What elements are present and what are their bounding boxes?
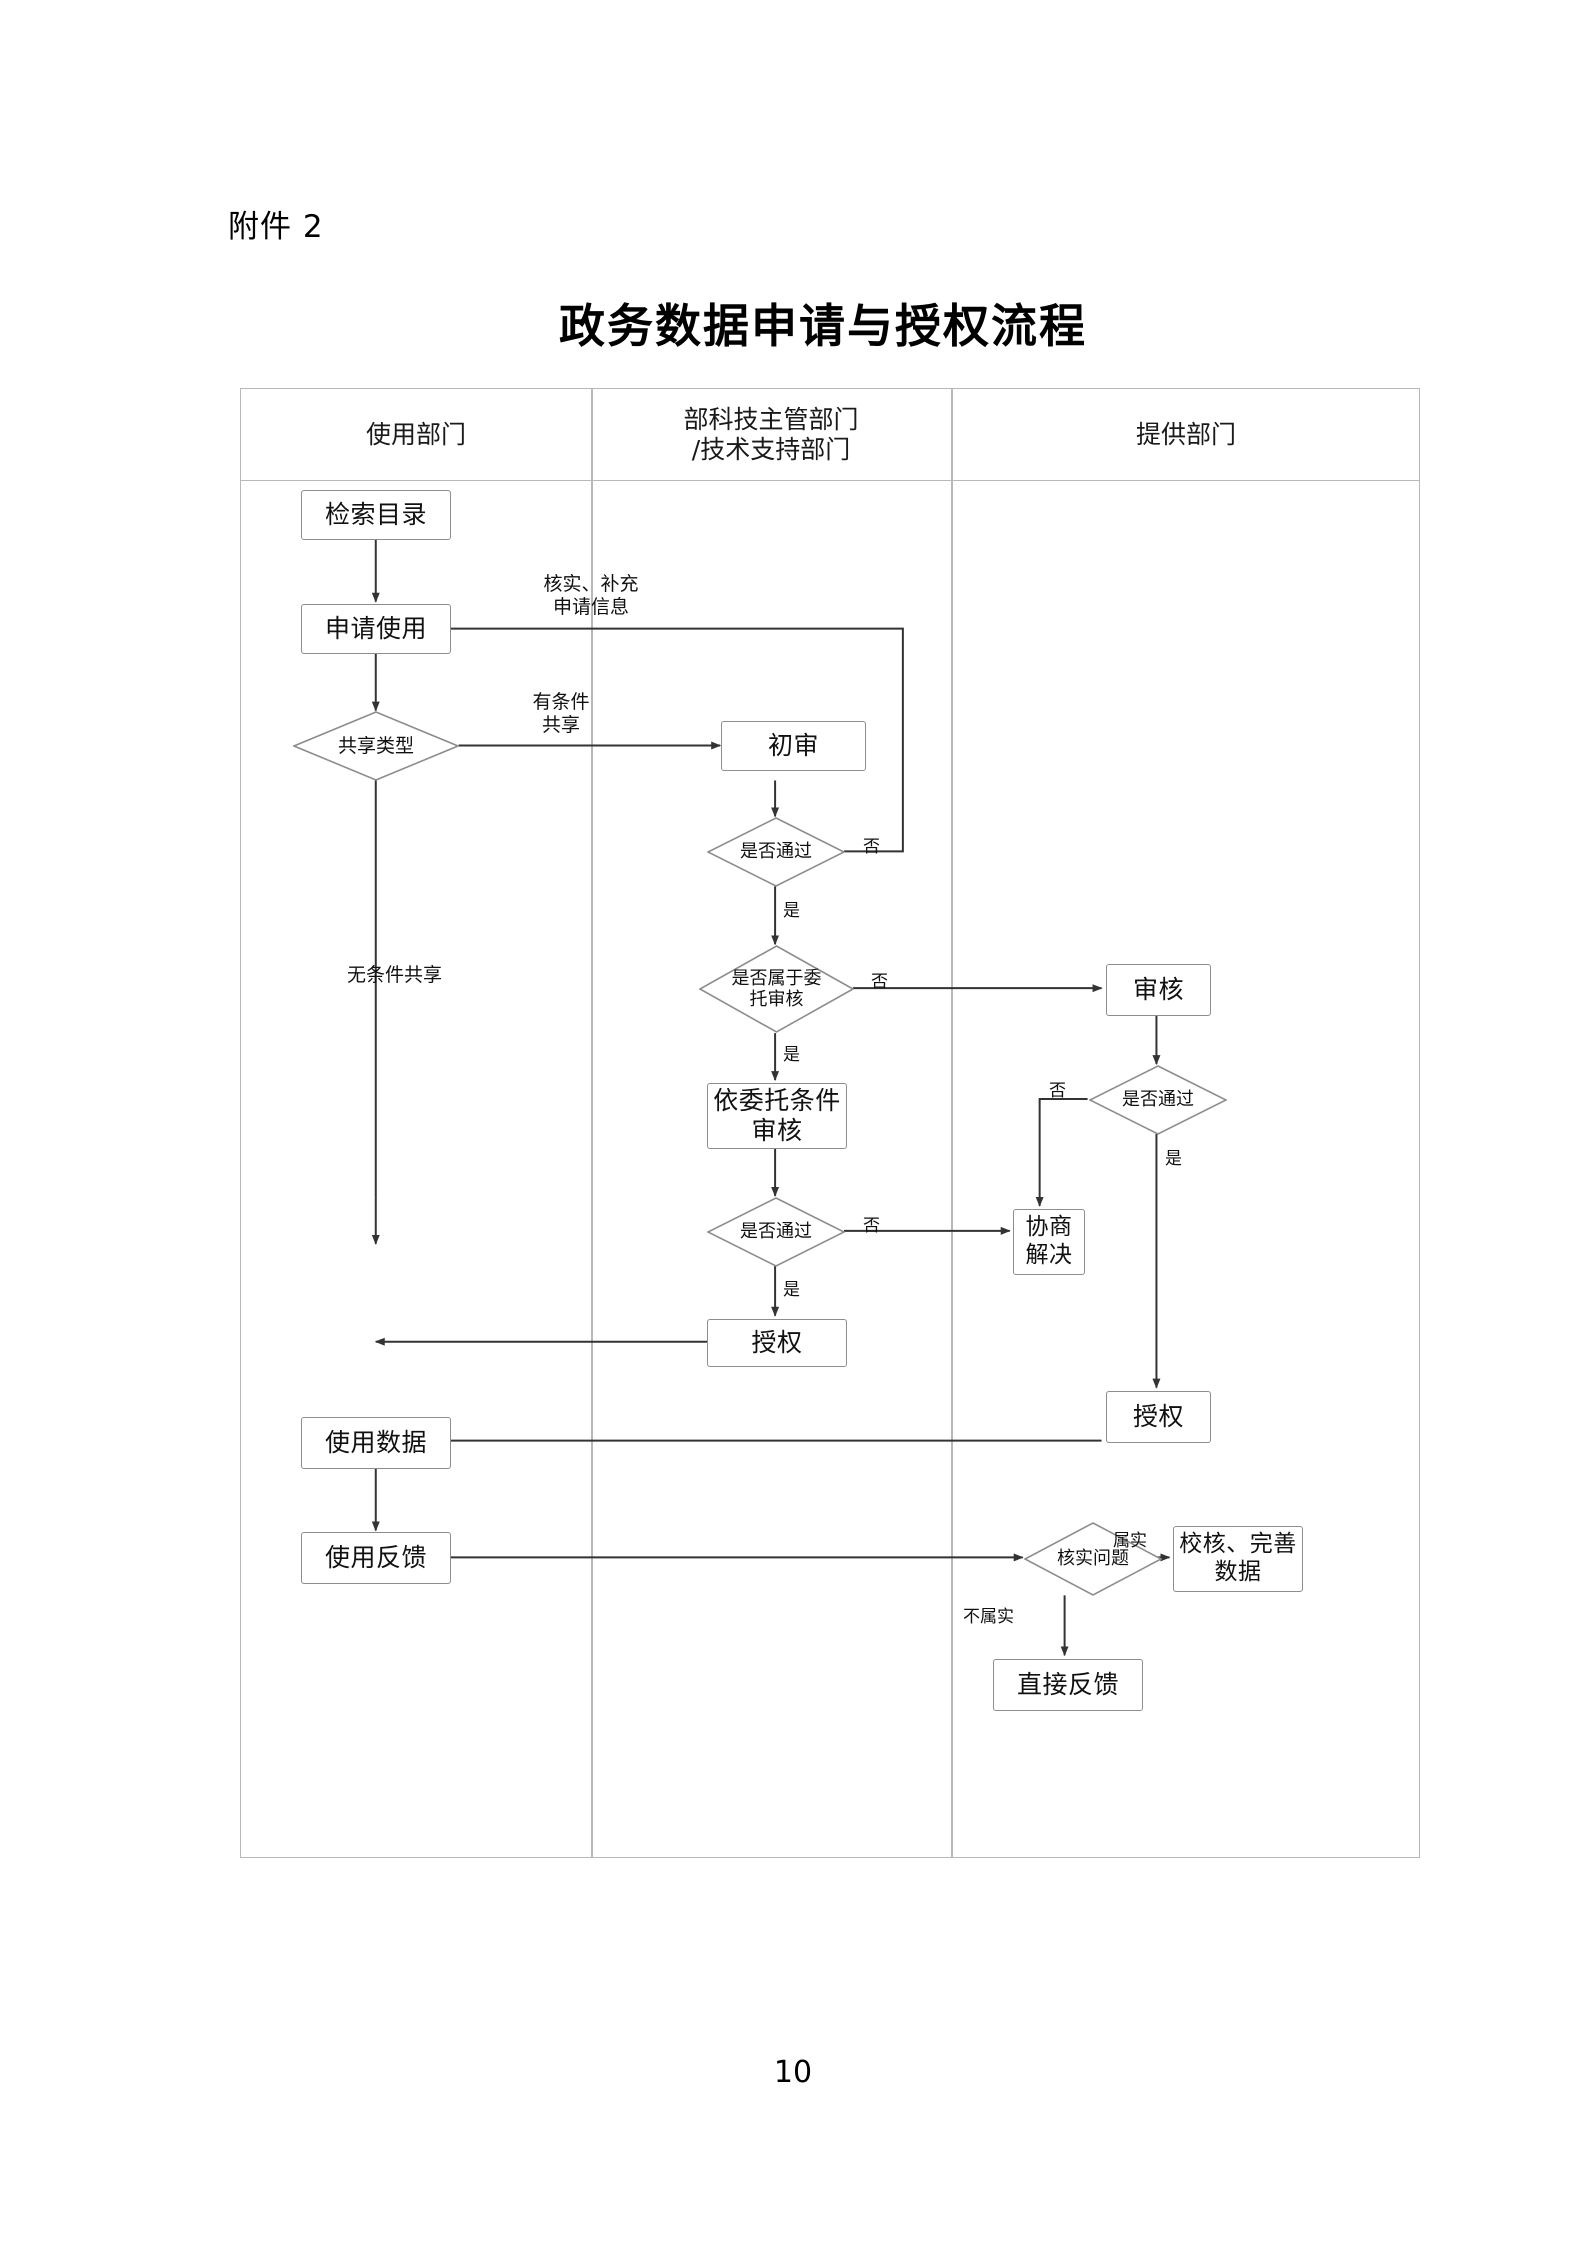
lane-header-ministry-tech-dept: 部科技主管部门 /技术支持部门 xyxy=(683,404,859,465)
flowchart-container: 使用部门 部科技主管部门 /技术支持部门 提供部门 xyxy=(240,388,1420,1858)
node-preliminary-review[interactable]: 初审 xyxy=(721,721,866,771)
edge-label-yes-3: 是 xyxy=(783,1280,800,1300)
node-authorize-provider[interactable]: 授权 xyxy=(1106,1391,1211,1443)
swimlane-header-row: 使用部门 部科技主管部门 /技术支持部门 提供部门 xyxy=(241,389,1419,481)
node-verify-issue[interactable]: 核实问题 xyxy=(1024,1522,1162,1596)
attachment-label: 附件 2 xyxy=(228,209,324,245)
node-pass-check-3-label: 是否通过 xyxy=(1122,1089,1194,1111)
edge-label-false-claim: 不属实 xyxy=(963,1607,1014,1627)
edge-label-unconditional-share: 无条件共享 xyxy=(347,964,443,986)
node-pass-check-2-label: 是否通过 xyxy=(740,1221,812,1243)
edge-label-no-1: 否 xyxy=(863,837,880,857)
edge-label-true-claim: 属实 xyxy=(1113,1531,1147,1551)
node-use-data[interactable]: 使用数据 xyxy=(301,1417,451,1469)
node-review-per-delegation[interactable]: 依委托条件 审核 xyxy=(707,1083,847,1149)
page-title: 政务数据申请与授权流程 xyxy=(559,299,1087,353)
node-share-type[interactable]: 共享类型 xyxy=(293,711,459,781)
edge-label-yes-4: 是 xyxy=(1165,1149,1182,1169)
node-authorize-middle[interactable]: 授权 xyxy=(707,1319,847,1367)
lane-header-provider-dept: 提供部门 xyxy=(1135,419,1236,449)
lane-header-user-dept: 使用部门 xyxy=(365,419,466,449)
edge-label-yes-1: 是 xyxy=(783,901,800,921)
edge-label-conditional-share: 有条件 共享 xyxy=(532,691,590,736)
node-share-type-label: 共享类型 xyxy=(337,734,414,757)
edge-label-no-3: 否 xyxy=(863,1216,880,1236)
edge-label-verify-supplement: 核实、补充 申请信息 xyxy=(543,573,639,618)
edge-label-no-2: 否 xyxy=(871,972,888,992)
node-pass-check-1[interactable]: 是否通过 xyxy=(707,817,845,887)
node-direct-feedback[interactable]: 直接反馈 xyxy=(993,1659,1143,1711)
node-search-catalog[interactable]: 检索目录 xyxy=(301,490,451,540)
node-review[interactable]: 审核 xyxy=(1106,964,1211,1016)
edge-label-no-4: 否 xyxy=(1049,1081,1066,1101)
node-pass-check-1-label: 是否通过 xyxy=(740,841,812,863)
node-is-delegated-review[interactable]: 是否属于委 托审核 xyxy=(699,945,854,1033)
node-pass-check-3[interactable]: 是否通过 xyxy=(1089,1065,1227,1135)
edge-label-yes-2: 是 xyxy=(783,1045,800,1065)
node-use-feedback[interactable]: 使用反馈 xyxy=(301,1532,451,1584)
node-negotiate-resolve[interactable]: 协商 解决 xyxy=(1013,1209,1085,1275)
page-number: 10 xyxy=(773,2055,813,2090)
lane-divider-1 xyxy=(591,389,593,1857)
node-verify-issue-label: 核实问题 xyxy=(1057,1548,1129,1570)
node-verify-improve-data[interactable]: 校核、完善 数据 xyxy=(1173,1526,1303,1592)
lane-divider-2 xyxy=(951,389,953,1857)
node-is-delegated-review-label: 是否属于委 托审核 xyxy=(731,967,822,1010)
node-apply-use[interactable]: 申请使用 xyxy=(301,604,451,654)
node-pass-check-2[interactable]: 是否通过 xyxy=(707,1197,845,1267)
